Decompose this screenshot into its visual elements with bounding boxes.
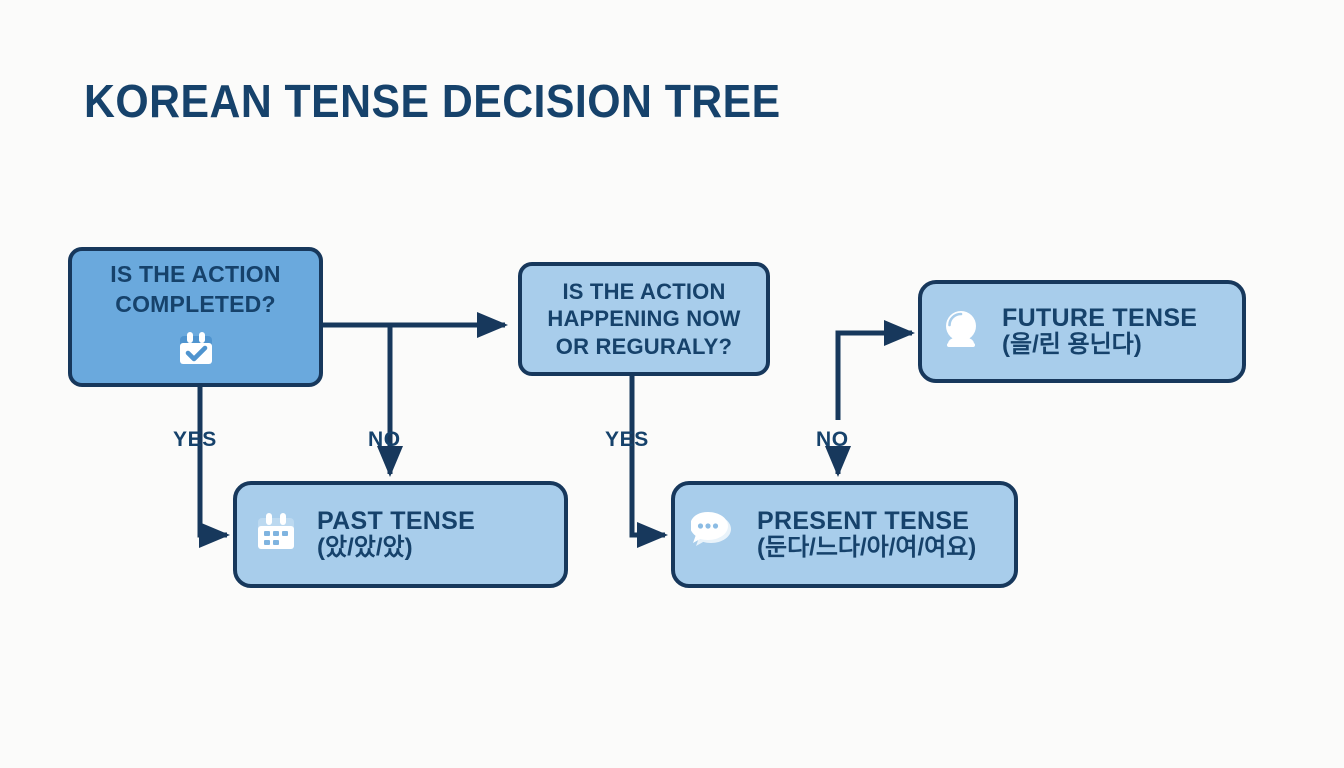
- decision-q2-line1: IS THE ACTION: [562, 278, 726, 304]
- present-tense-korean: (둔다/느다/아/여/여요): [757, 534, 977, 562]
- decision-node-is-action-happening-now[interactable]: IS THE ACTION HAPPENING NOW OR REGURALY?: [518, 262, 770, 376]
- decision-q1-line1: IS THE ACTION: [110, 260, 281, 287]
- edge-label-no-q1: NO: [368, 428, 401, 451]
- edge-label-yes-q2: YES: [605, 428, 649, 451]
- future-tense-label: FUTURE TENSE: [1002, 304, 1198, 333]
- future-tense-korean: (을/린 용닌다): [1002, 331, 1142, 359]
- decision-q1-line2: COMPLETED?: [115, 291, 276, 317]
- calendar-check-icon: [176, 329, 216, 374]
- decision-q2-line2: HAPPENING NOW: [547, 306, 741, 332]
- past-tense-korean: (았/았/았): [317, 534, 413, 562]
- calendar-icon: [253, 509, 299, 560]
- edge-q2-yes-trunk: [629, 376, 658, 538]
- decision-q2-text: IS THE ACTION HAPPENING NOW OR REGURALY?: [537, 278, 750, 361]
- result-node-future-tense[interactable]: FUTURE TENSE (을/린 용닌다): [918, 280, 1246, 383]
- edge-q1-yes-trunk: [197, 387, 220, 538]
- present-tense-label: PRESENT TENSE: [757, 507, 970, 536]
- speech-bubbles-icon: [690, 510, 739, 559]
- edge-label-no-q2: NO: [816, 428, 849, 451]
- edge-label-yes-q1: YES: [173, 428, 217, 451]
- result-node-past-tense[interactable]: PAST TENSE (았/았/았): [233, 481, 568, 588]
- crystal-ball-icon: [938, 306, 984, 357]
- past-tense-label: PAST TENSE: [317, 507, 476, 536]
- edge-q2-no-riser: [835, 330, 905, 420]
- decision-node-is-action-completed[interactable]: IS THE ACTION COMPLETED?: [68, 247, 323, 387]
- result-node-present-tense[interactable]: PRESENT TENSE (둔다/느다/아/여/여요): [671, 481, 1018, 588]
- decision-q2-line3: OR REGURALY?: [555, 333, 733, 359]
- page-title: KOREAN TENSE DECISION TREE: [84, 75, 781, 127]
